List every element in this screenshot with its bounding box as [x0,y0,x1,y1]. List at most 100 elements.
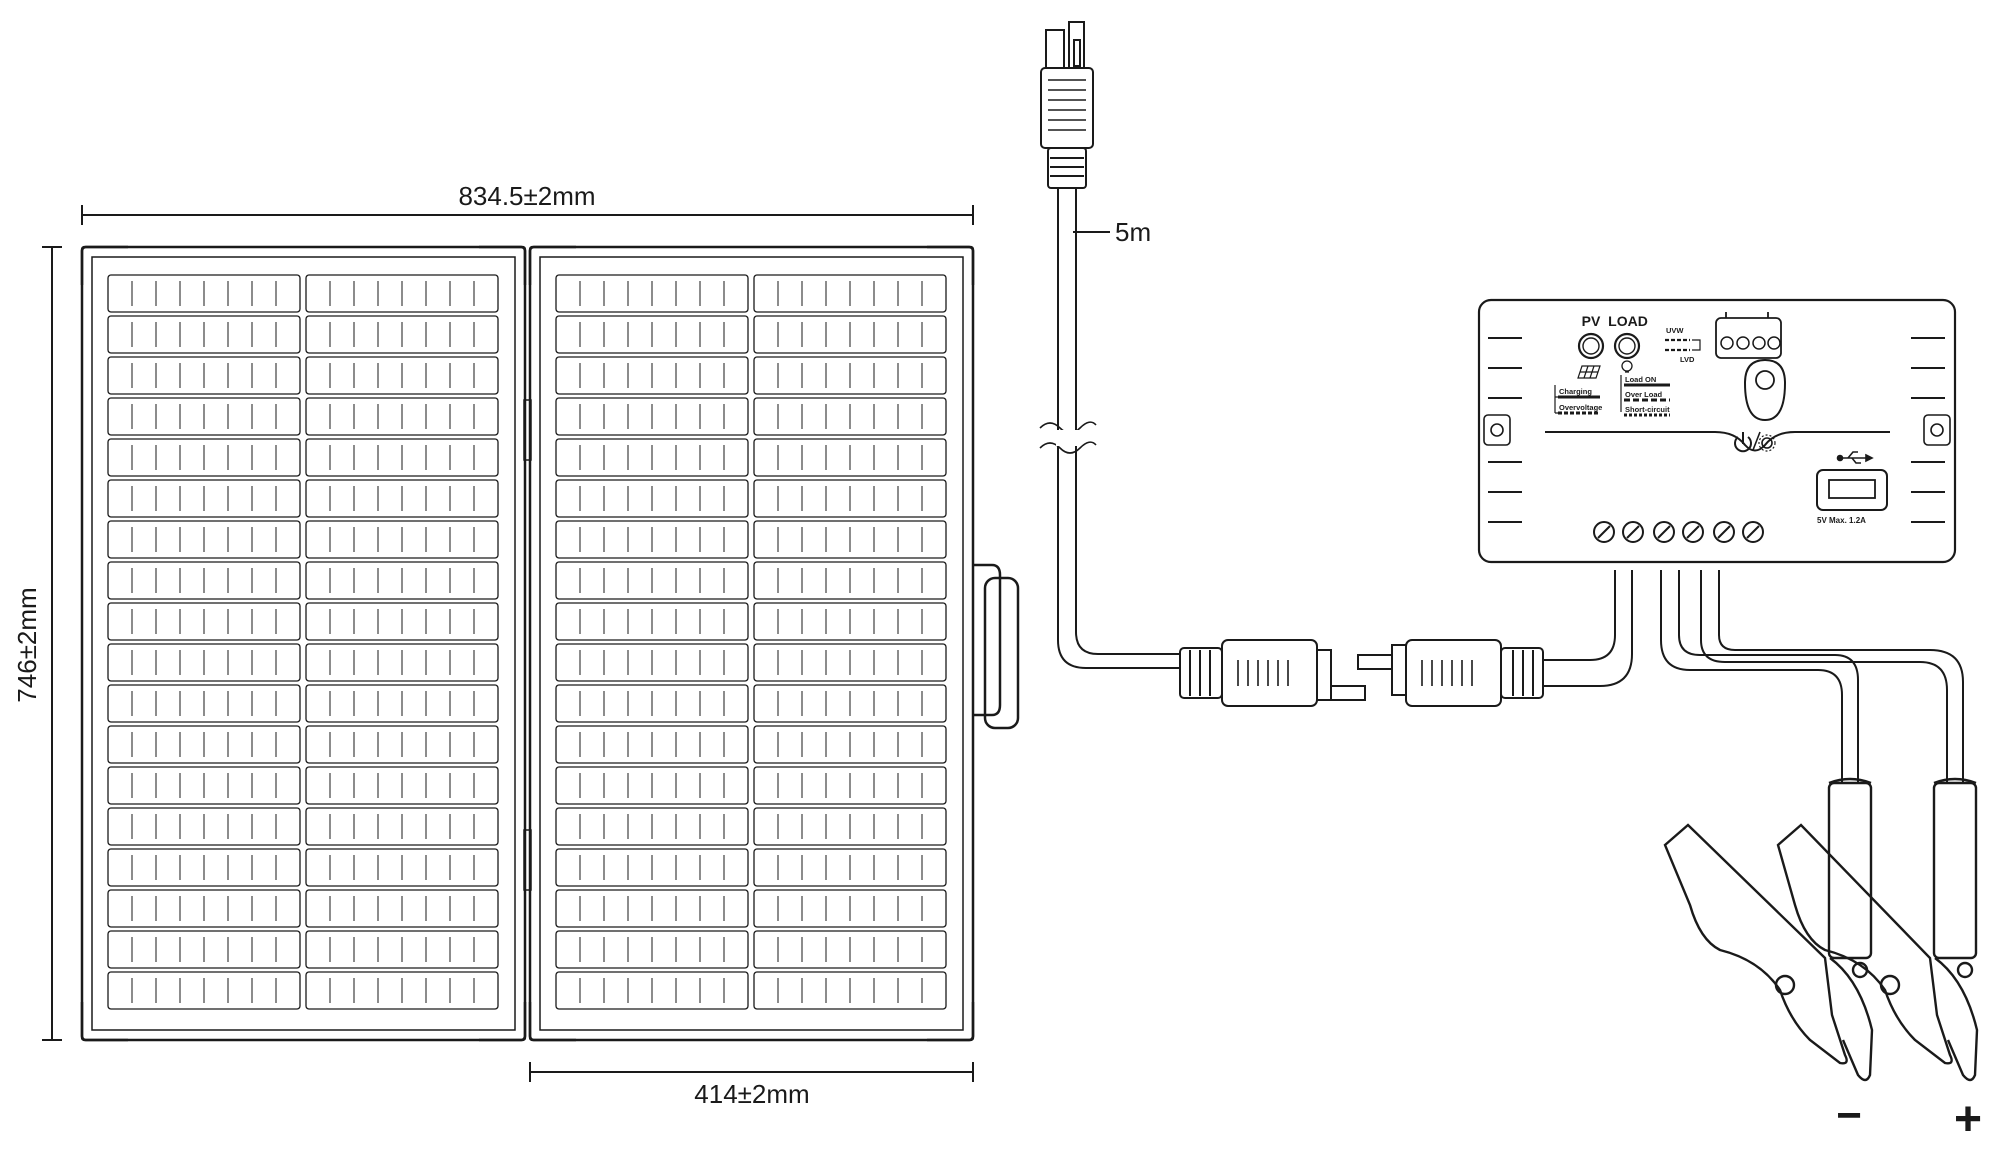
solar-cell [107,889,301,928]
solar-cell [305,766,499,805]
carry-handle [973,563,1020,730]
solar-cell [753,520,947,559]
solar-cell [305,356,499,395]
solar-cell [107,356,301,395]
solar-cell [305,520,499,559]
solar-cell [107,602,301,641]
solar-cell [555,766,749,805]
solar-cell [555,356,749,395]
solar-panel-assembly [80,245,1020,1042]
solar-cell [305,971,499,1010]
solar-cell [305,930,499,969]
battery-cables [1660,570,1964,783]
solar-cell [753,725,947,764]
load-led [1613,332,1641,360]
height-label: 746±2mm [12,587,42,702]
terminal-screw[interactable] [1682,521,1704,543]
solar-cell [555,315,749,354]
charging-label: Charging [1559,387,1592,396]
usb-icon [1836,451,1874,464]
mode-button[interactable] [1743,358,1787,422]
solar-cell [753,848,947,887]
solar-cell [305,438,499,477]
total-width-label: 834.5±2mm [458,181,595,211]
positive-polarity-label: + [1954,1093,1982,1146]
solar-cell [555,397,749,436]
usb-port[interactable] [1816,469,1888,511]
solar-cell [107,479,301,518]
positive-clamp[interactable] [1776,777,1979,1082]
solar-cell [555,684,749,723]
terminal-screw[interactable] [1742,521,1764,543]
solar-cell [305,643,499,682]
solar-cell [107,766,301,805]
pv-label: PV [1582,313,1601,329]
frame-corners [80,245,975,1042]
solar-cell [555,889,749,928]
solar-cell [107,520,301,559]
power-settings-icon [1734,431,1776,453]
solar-cell [753,930,947,969]
pv-led [1577,332,1605,360]
terminal-screw[interactable] [1593,521,1615,543]
solar-cells [107,274,947,1010]
solar-cell [305,684,499,723]
solar-cell [555,971,749,1010]
overvoltage-label: Overvoltage [1559,403,1602,412]
solar-cell [107,438,301,477]
solar-cell [753,889,947,928]
pv-cable [1039,21,1180,669]
terminal-screw[interactable] [1622,521,1644,543]
solar-cell [305,479,499,518]
sae-connector-right [1357,570,1633,707]
solar-cell [305,725,499,764]
solar-cell [753,971,947,1010]
uvw-label: UVW [1666,326,1684,335]
solar-cell [753,602,947,641]
solar-cell [753,643,947,682]
solar-cell [305,807,499,846]
solar-cell [107,684,301,723]
solar-cell [107,930,301,969]
panel-width-label: 414±2mm [694,1079,809,1109]
solar-cell [107,725,301,764]
solar-cell [753,315,947,354]
solar-cell [753,397,947,436]
solar-cell [305,397,499,436]
solar-cell [753,438,947,477]
solar-cell [107,643,301,682]
solar-cell [753,807,947,846]
solar-cell [555,930,749,969]
battery-display [1715,317,1782,359]
sae-connector-left [1179,639,1366,707]
solar-cell [107,807,301,846]
right-panel-frame [528,245,975,1042]
solar-cell [305,315,499,354]
terminal-screw[interactable] [1713,521,1735,543]
left-panel-frame [80,245,527,1042]
hinge-top [523,399,532,461]
solar-panel-icon [1577,365,1601,379]
short-circuit-label: Short-circuit [1625,405,1670,414]
solar-cell [305,848,499,887]
solar-cell [555,848,749,887]
solar-cell [753,766,947,805]
load-label: LOAD [1608,313,1648,329]
solar-cell [305,274,499,313]
solar-cell [107,561,301,600]
solar-cell [107,397,301,436]
negative-clamp[interactable] [1663,777,1874,1082]
usb-spec-label: 5V Max. 1.2A [1817,516,1866,525]
solar-cell [555,807,749,846]
controller-body [1477,298,1957,564]
bulb-icon [1621,360,1633,373]
solar-cell [555,438,749,477]
terminal-screw[interactable] [1653,521,1675,543]
mount-hole-left [1483,414,1511,446]
over-load-label: Over Load [1625,390,1663,399]
solar-cell [555,520,749,559]
solar-cell [305,561,499,600]
negative-polarity-label: − [1836,1091,1862,1140]
